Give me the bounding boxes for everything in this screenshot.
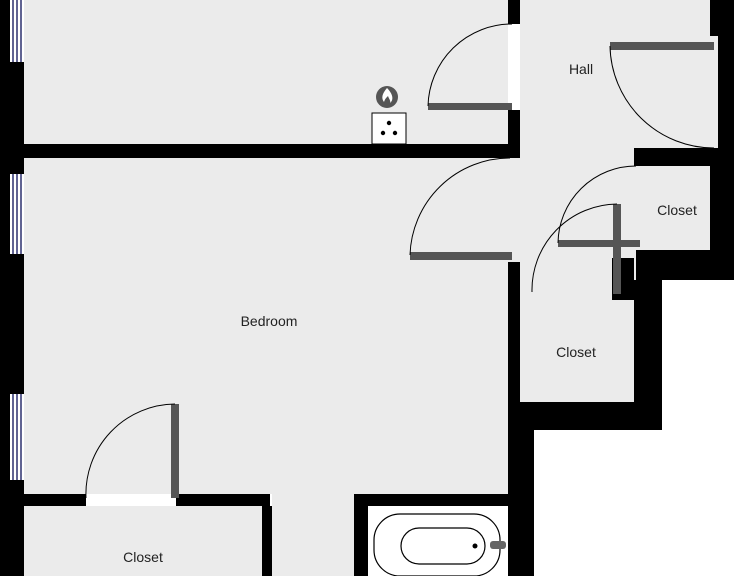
door-closet-upper (557, 165, 640, 247)
floor-bedroom (24, 158, 508, 494)
wall-closet-right (262, 506, 272, 576)
wall-closet-upper-right-bottom (636, 250, 734, 280)
door-hall-right (609, 42, 715, 149)
window-top-left (10, 0, 24, 62)
wall-bath-top (354, 494, 508, 506)
wall-bath-left (354, 506, 368, 576)
door-bedroom (409, 157, 512, 260)
floor-top-room (24, 0, 508, 144)
room-labels: Hall Bedroom Closet Closet Closet (123, 61, 697, 565)
doors (85, 23, 715, 499)
wall-closet-top-right (176, 494, 270, 506)
wall-top-right-stub (508, 0, 520, 24)
floor-passage (272, 494, 354, 576)
wall-top-right-corner (710, 0, 734, 36)
door-closet-middle (531, 203, 621, 294)
label-closet-upper-right: Closet (657, 202, 697, 218)
floor-closet-middle-right (520, 290, 634, 402)
wall-hall-right (718, 36, 734, 148)
window-bedroom-upper (10, 174, 24, 254)
wall-bedroom-right-cap (508, 430, 534, 576)
wall-left (0, 0, 24, 576)
water-heater (371, 86, 407, 145)
wall-closet-middle-bottom (508, 402, 662, 430)
floor-closet-bottom-left (24, 506, 262, 576)
bathtub-icon (373, 513, 506, 576)
water-heater-box (371, 112, 407, 145)
wall-hall-bottom-right (634, 148, 734, 166)
door-closet-bottom (85, 403, 179, 499)
wall-closet-top (24, 494, 86, 506)
windows (10, 0, 24, 480)
window-bedroom-lower (10, 394, 24, 480)
door-top-room (427, 23, 513, 110)
wall-closet-upper-right-side (710, 148, 734, 256)
label-hall: Hall (569, 61, 593, 77)
floor-closet-upper-right (636, 166, 710, 250)
label-closet-middle-right: Closet (556, 344, 596, 360)
wall-hall-left-lower (508, 110, 520, 158)
label-closet-bottom-left: Closet (123, 549, 163, 565)
label-bedroom: Bedroom (241, 313, 298, 329)
wall-top-room-bottom (24, 144, 520, 158)
